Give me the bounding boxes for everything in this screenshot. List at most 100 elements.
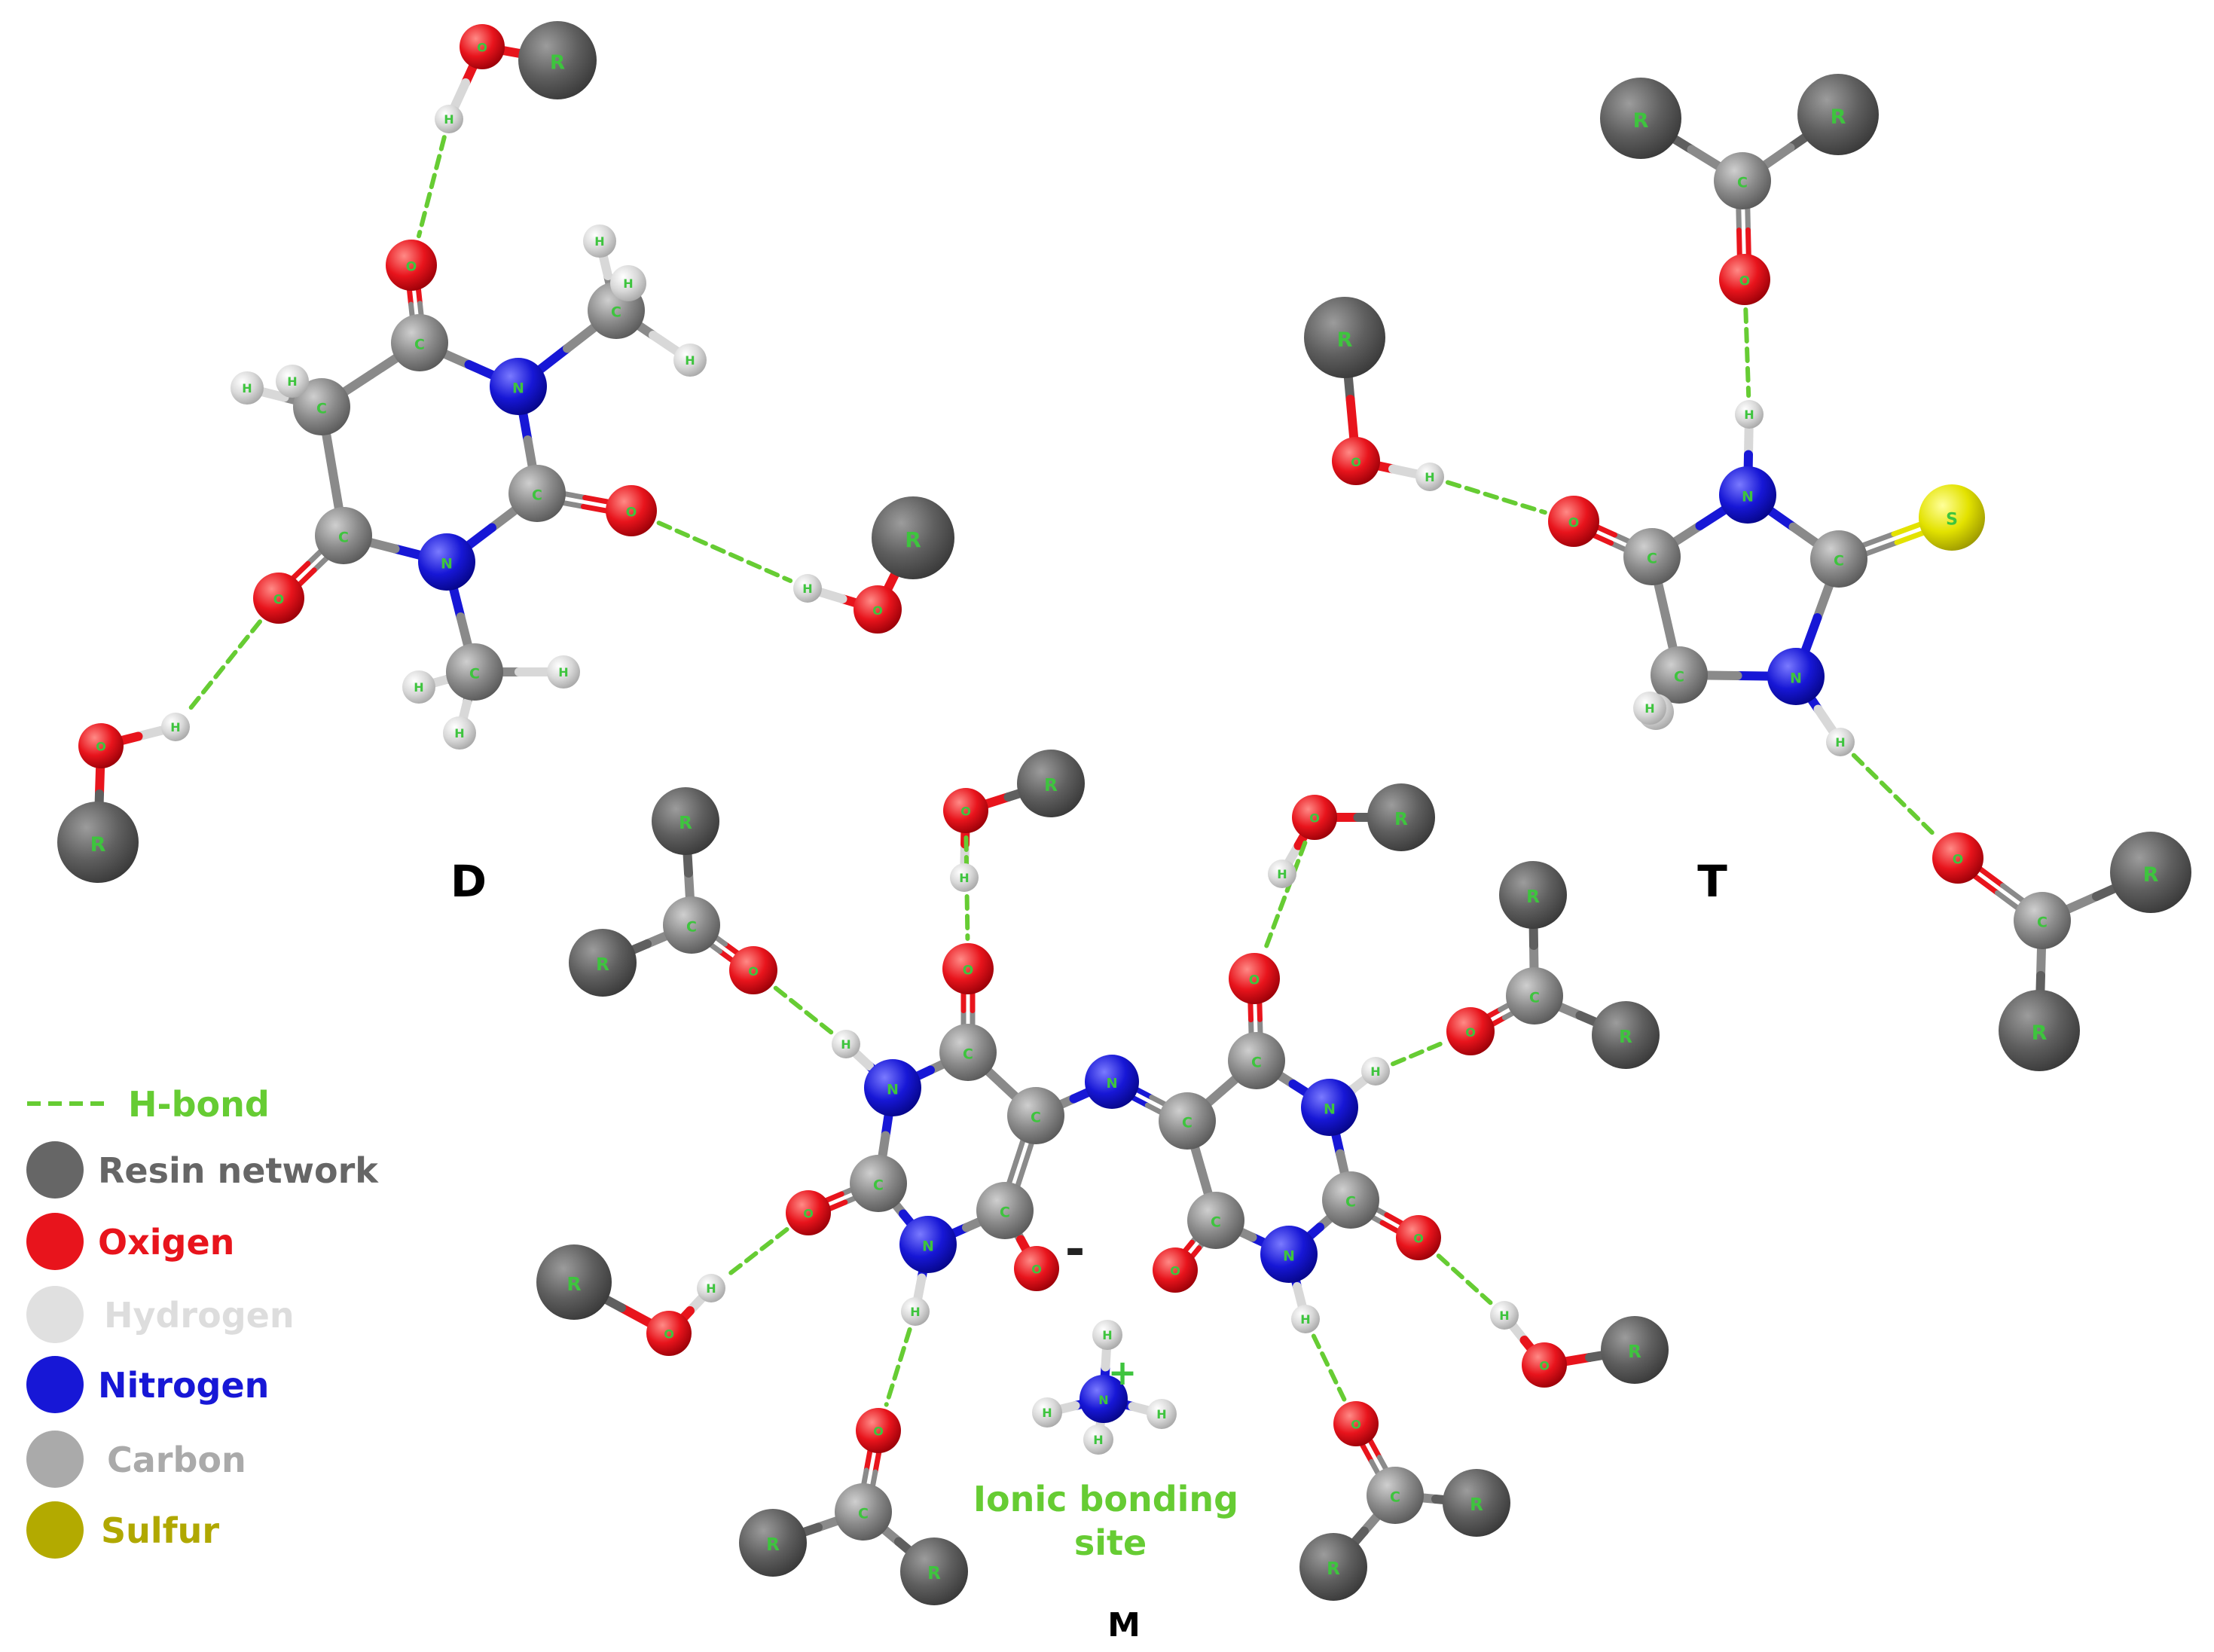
atom-symbol: C [1345, 1193, 1356, 1210]
atom-sphere [793, 574, 822, 603]
atom-sphere [610, 265, 646, 301]
atom-sphere [976, 1182, 1034, 1239]
atom-m_O6L: O [1014, 1246, 1059, 1291]
atom-m_Oc4: O [1333, 1401, 1379, 1446]
atom-symbol: H [841, 1037, 850, 1052]
legend-hydrogen-text: Hydrogen [104, 1295, 295, 1336]
atom-t_N1: N [1719, 466, 1776, 524]
atom-symbol: O [96, 740, 106, 754]
atom-m_Rw4: R [1601, 1316, 1669, 1384]
atom-symbol: O [1539, 1359, 1550, 1373]
atom-sphere [1767, 648, 1825, 705]
atom-d_Cm2: C [446, 643, 503, 701]
atom-m_Rc2a: R [739, 1509, 807, 1577]
atom-sphere [1092, 1320, 1122, 1350]
atom-sphere [786, 1190, 831, 1235]
anion-charge: - [1065, 1222, 1086, 1278]
atom-symbol: H [1300, 1312, 1310, 1327]
atom-m_Rw3: R [1367, 783, 1435, 851]
atom-m_Cc2: C [835, 1483, 892, 1541]
atom-sphere [1228, 1032, 1285, 1089]
molecule-label-d: D [450, 856, 487, 907]
atom-sphere [402, 670, 435, 704]
hbond-d_O4-d_Hw2 [185, 619, 262, 715]
atom-m_C4L: C [939, 1024, 997, 1081]
atom-sphere [569, 929, 637, 997]
atom-m_Rc4a: R [1443, 1469, 1510, 1537]
atom-d_Hm1: H [583, 224, 616, 258]
atom-sphere [1322, 1171, 1379, 1229]
atom-sphere [1153, 1247, 1198, 1293]
atom-symbol: O [664, 1327, 674, 1342]
atom-symbol: H [623, 276, 633, 291]
atom-sphere [835, 1483, 892, 1541]
atom-symbol: R [927, 1564, 941, 1583]
atom-symbol: C [1182, 1114, 1193, 1131]
atom-m_H1R: H [1291, 1305, 1320, 1333]
atom-d_Hm6: H [547, 655, 580, 689]
atom-symbol: C [1834, 552, 1844, 569]
atom-m_Rc1a: R [652, 787, 719, 855]
atom-sphere [673, 344, 707, 377]
atom-symbol: R [1633, 109, 1649, 133]
atom-sphere [1085, 1055, 1139, 1109]
legend: H-bond Resin network Oxigen Hydrogen Nit… [26, 1084, 379, 1559]
atom-sphere [1332, 437, 1380, 485]
atom-t_C3c: C [2014, 892, 2071, 949]
atom-symbol: H [170, 720, 180, 734]
atom-sphere [1735, 400, 1764, 429]
atom-m_O2L: O [786, 1190, 831, 1235]
atom-m_N1R: N [1260, 1226, 1318, 1283]
atom-symbol: O [1031, 1263, 1042, 1277]
atom-t_H5a: H [1633, 692, 1666, 725]
atom-sphere [832, 1030, 860, 1058]
atom-symbol: N [1098, 1393, 1108, 1407]
hbond-m_Ow3-m_O4R [1263, 840, 1308, 953]
atom-sphere [1826, 728, 1855, 756]
atom-sphere [1333, 1401, 1379, 1446]
atom-symbol: O [872, 603, 883, 618]
hbond-layer [185, 135, 1939, 1407]
hbond-m_Oc1-m_H3L [773, 985, 834, 1035]
atom-symbol: R [2032, 1021, 2048, 1045]
atom-sphere [1229, 953, 1280, 1004]
atom-sphere [1446, 1007, 1495, 1055]
atom-t_C5: C [1651, 646, 1708, 704]
atom-d_Ow2: O [78, 723, 124, 768]
legend-hydrogen-dot [26, 1286, 84, 1343]
hbond-t_H3-t_O3 [1851, 753, 1939, 839]
atom-m_Rw1: R [1017, 750, 1085, 817]
atom-symbol: C [611, 304, 621, 320]
atom-symbol: R [1327, 1559, 1340, 1579]
atom-d_H4b: H [276, 365, 309, 398]
atom-sphere [950, 863, 979, 892]
atom-d_C1: C [391, 314, 448, 371]
atom-symbol: N [1324, 1101, 1336, 1117]
atom-symbol: O [626, 505, 637, 520]
legend-hbond-text: H-bond [128, 1084, 270, 1125]
atom-symbol: C [338, 529, 349, 545]
atom-symbol: O [1568, 515, 1579, 530]
atom-symbol: C [316, 400, 327, 417]
atom-m_C2L: C [850, 1155, 907, 1212]
atom-symbol: N [887, 1081, 899, 1098]
atom-t_C4: C [1623, 528, 1681, 585]
atom-sphere [1443, 1469, 1510, 1537]
atom-sphere [1187, 1192, 1244, 1249]
atom-d_R1: R [518, 21, 597, 99]
atom-sphere [1623, 528, 1681, 585]
atom-symbol: N [922, 1238, 934, 1254]
atom-m_Cc3: C [1506, 967, 1563, 1024]
atom-sphere [1032, 1397, 1062, 1428]
hbond-m_H1L-m_Oc2 [884, 1327, 912, 1407]
atom-m_C4R: C [1228, 1032, 1285, 1089]
atom-d_Hw2: H [161, 713, 190, 741]
atom-sphere [1415, 463, 1444, 491]
atom-sphere [518, 21, 597, 99]
legend-resin-dot [26, 1141, 84, 1199]
atom-symbol: O [963, 963, 973, 978]
atom-m_Ow4: O [1522, 1342, 1567, 1388]
atom-d_Ow3: O [854, 585, 902, 634]
atom-m_O6R: O [1153, 1247, 1198, 1293]
atom-sphere [850, 1155, 907, 1212]
